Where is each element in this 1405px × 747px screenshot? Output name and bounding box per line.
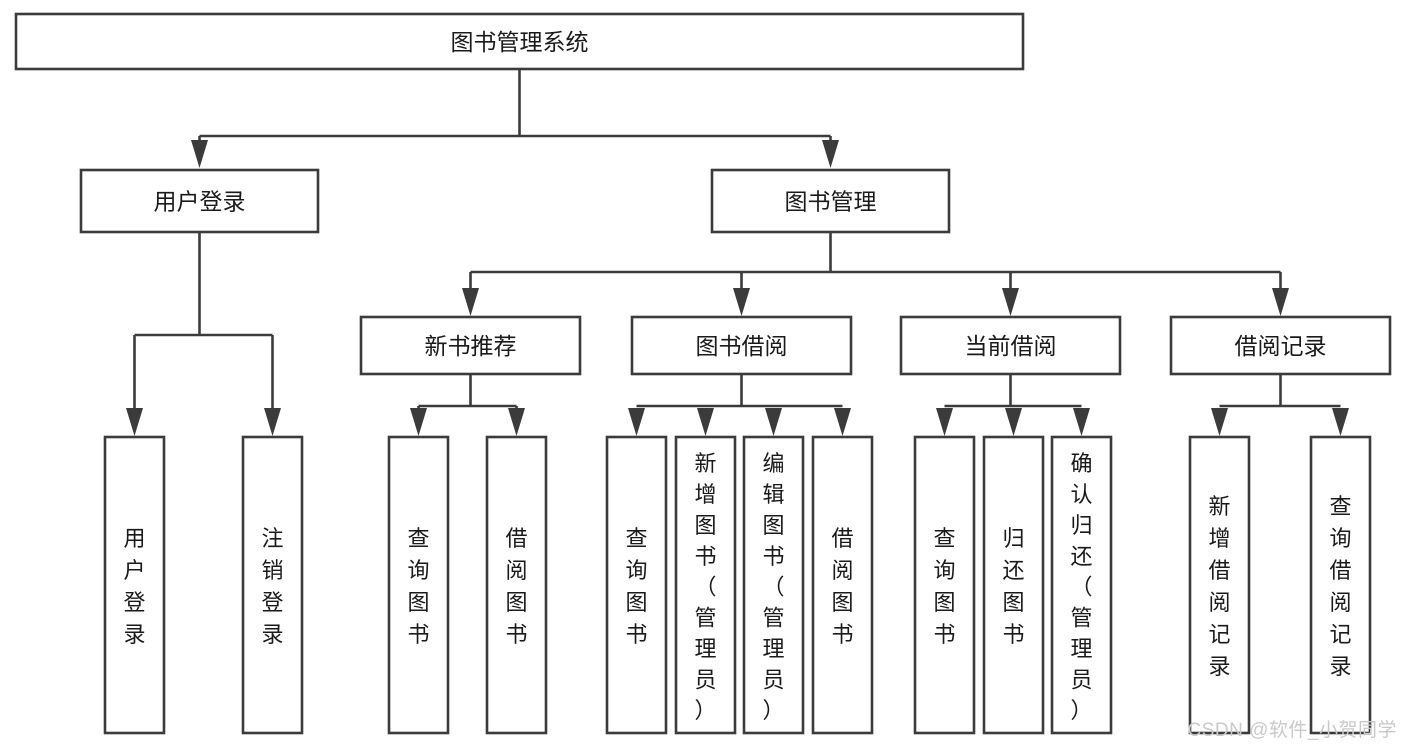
node-leaf-add-book-admin[interactable]: 新增图书（管理员） bbox=[674, 435, 737, 735]
arrow-head-br-leaf-1 bbox=[1211, 408, 1228, 436]
arrow-head-root-to-book-management bbox=[822, 140, 839, 168]
node-book-management[interactable]: 图书管理 bbox=[710, 168, 951, 234]
node-leaf-return-book-label: 归还图书 bbox=[1002, 526, 1024, 647]
node-new-book-recommend-label: 新书推荐 bbox=[425, 333, 517, 359]
node-leaf-user-login-label: 用户登录 bbox=[123, 526, 145, 647]
node-leaf-borrow-book-1[interactable]: 借阅图书 bbox=[485, 435, 548, 735]
node-leaf-query-book-2[interactable]: 查询图书 bbox=[605, 435, 668, 735]
node-current-borrow[interactable]: 当前借阅 bbox=[899, 315, 1122, 376]
node-leaf-query-borrow-record-label: 查询借阅记录 bbox=[1329, 494, 1351, 679]
node-leaf-query-book-3[interactable]: 查询图书 bbox=[913, 435, 976, 735]
node-book-borrow[interactable]: 图书借阅 bbox=[630, 315, 853, 376]
csdn-watermark: CSDN @软件_小贺同学 bbox=[1187, 720, 1397, 741]
node-new-book-recommend[interactable]: 新书推荐 bbox=[359, 315, 582, 376]
node-leaf-borrow-book-2-label: 借阅图书 bbox=[831, 526, 853, 647]
arrow-head-bb-leaf-3 bbox=[765, 408, 782, 436]
node-leaf-query-book-1-label: 查询图书 bbox=[407, 526, 429, 647]
node-borrow-record-label: 借阅记录 bbox=[1235, 333, 1327, 359]
node-leaf-add-book-admin-label: 新增图书（管理员） bbox=[694, 451, 716, 723]
node-book-borrow-label: 图书借阅 bbox=[696, 333, 788, 359]
arrow-head-cb-leaf-1 bbox=[936, 408, 953, 436]
arrow-head-bb-leaf-4 bbox=[834, 408, 851, 436]
node-leaf-confirm-return-admin[interactable]: 确认归还（管理员） bbox=[1050, 435, 1113, 735]
node-leaf-edit-book-admin[interactable]: 编辑图书（管理员） bbox=[742, 435, 805, 735]
arrow-head-root-to-user-login bbox=[191, 140, 208, 168]
arrow-head-bb-leaf-1 bbox=[628, 408, 645, 436]
node-leaf-user-logout[interactable]: 注销登录 bbox=[241, 435, 304, 735]
node-leaf-user-login[interactable]: 用户登录 bbox=[103, 435, 166, 735]
node-leaf-add-borrow-record[interactable]: 新增借阅记录 bbox=[1188, 435, 1251, 735]
arrow-head-cb-leaf-2 bbox=[1005, 408, 1022, 436]
arrow-head-cb-leaf-3 bbox=[1073, 408, 1090, 436]
arrow-head-bb-leaf-2 bbox=[697, 408, 714, 436]
node-leaf-query-book-1[interactable]: 查询图书 bbox=[387, 435, 450, 735]
node-leaf-borrow-book-1-label: 借阅图书 bbox=[505, 526, 527, 647]
arrow-head-bm-to-current-borrow bbox=[1002, 288, 1019, 316]
arrow-head-user-login-leaf-1 bbox=[126, 408, 143, 436]
node-user-login[interactable]: 用户登录 bbox=[79, 168, 320, 234]
node-leaf-add-borrow-record-label: 新增借阅记录 bbox=[1208, 494, 1230, 679]
node-leaf-query-borrow-record[interactable]: 查询借阅记录 bbox=[1309, 435, 1372, 735]
arrow-head-bm-to-book-borrow bbox=[733, 288, 750, 316]
node-leaf-confirm-return-admin-label: 确认归还（管理员） bbox=[1070, 451, 1092, 723]
node-leaf-edit-book-admin-label: 编辑图书（管理员） bbox=[762, 451, 784, 723]
node-leaf-borrow-book-2[interactable]: 借阅图书 bbox=[811, 435, 874, 735]
arrow-head-bm-to-borrow-record bbox=[1272, 288, 1289, 316]
node-leaf-query-book-2-label: 查询图书 bbox=[625, 526, 647, 647]
node-leaf-return-book[interactable]: 归还图书 bbox=[982, 435, 1045, 735]
arrow-head-nbr-leaf-2 bbox=[508, 408, 525, 436]
node-root[interactable]: 图书管理系统 bbox=[14, 12, 1025, 71]
node-root-label: 图书管理系统 bbox=[451, 29, 589, 55]
connector-layer bbox=[126, 69, 1349, 436]
arrow-head-user-login-leaf-2 bbox=[264, 408, 281, 436]
arrow-head-bm-to-new-book-recommend bbox=[462, 288, 479, 316]
node-user-login-label: 用户登录 bbox=[154, 189, 246, 215]
arrow-head-br-leaf-2 bbox=[1332, 408, 1349, 436]
arrow-head-nbr-leaf-1 bbox=[410, 408, 427, 436]
node-book-management-label: 图书管理 bbox=[785, 189, 877, 215]
node-borrow-record[interactable]: 借阅记录 bbox=[1169, 315, 1392, 376]
node-leaf-user-logout-label: 注销登录 bbox=[261, 526, 283, 647]
leaf-layer: 用户登录 注销登录 查询图书 借阅图书 查询图书 新增图书（管理员） bbox=[103, 435, 1372, 735]
node-current-borrow-label: 当前借阅 bbox=[965, 333, 1057, 359]
node-leaf-query-book-3-label: 查询图书 bbox=[933, 526, 955, 647]
